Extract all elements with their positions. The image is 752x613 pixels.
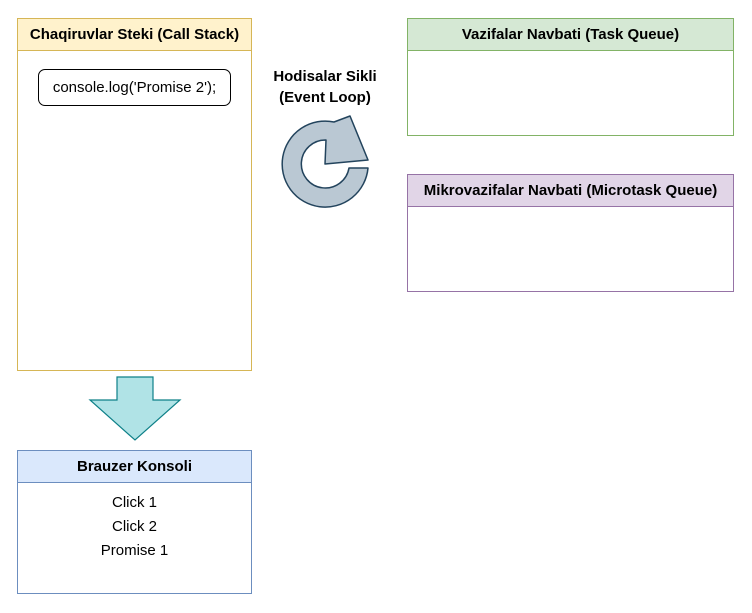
microtask-queue-title: Mikrovazifalar Navbati (Microtask Queue) bbox=[408, 175, 733, 207]
down-arrow-icon bbox=[88, 376, 182, 441]
console-line: Click 1 bbox=[111, 494, 157, 511]
console-line: Promise 1 bbox=[100, 542, 169, 559]
call-stack-item: console.log('Promise 2'); bbox=[38, 69, 231, 106]
browser-console-title: Brauzer Konsoli bbox=[18, 451, 251, 483]
browser-console-panel: Brauzer Konsoli Click 1 Click 2 Promise … bbox=[17, 450, 252, 594]
event-loop-label-line1: Hodisalar Sikli bbox=[273, 68, 377, 85]
console-output: Click 1 Click 2 Promise 1 bbox=[18, 483, 251, 563]
task-queue-title: Vazifalar Navbati (Task Queue) bbox=[408, 19, 733, 51]
call-stack-title: Chaqiruvlar Steki (Call Stack) bbox=[18, 19, 251, 51]
task-queue-panel: Vazifalar Navbati (Task Queue) bbox=[407, 18, 734, 136]
call-stack-panel: Chaqiruvlar Steki (Call Stack) console.l… bbox=[17, 18, 252, 371]
event-loop-label: Hodisalar Sikli (Event Loop) bbox=[255, 66, 395, 108]
console-line: Click 2 bbox=[111, 518, 157, 535]
event-loop-icon bbox=[281, 115, 369, 208]
microtask-queue-panel: Mikrovazifalar Navbati (Microtask Queue) bbox=[407, 174, 734, 292]
event-loop-arrow bbox=[281, 115, 369, 208]
event-loop-label-line2: (Event Loop) bbox=[279, 89, 371, 106]
